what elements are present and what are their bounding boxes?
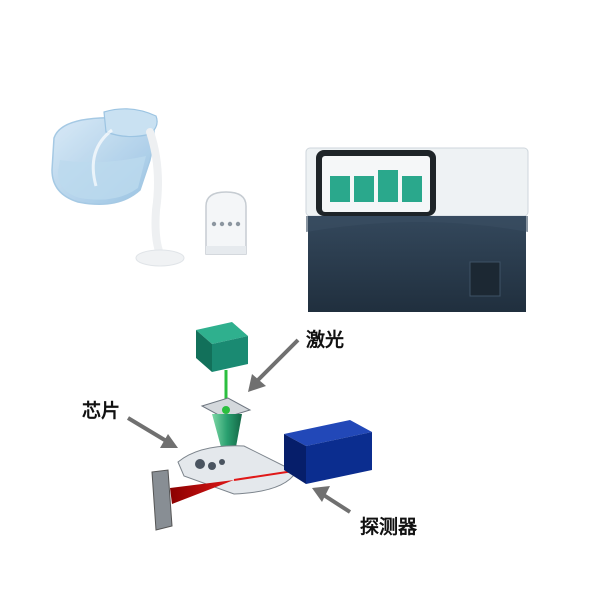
chip-arrow	[126, 416, 178, 448]
microfluidic-chip-icon	[205, 191, 247, 255]
chip-label: 芯片	[82, 400, 121, 422]
laser-module	[196, 322, 248, 372]
analyzer-instrument-icon	[305, 147, 529, 312]
laser-label: 激光	[306, 329, 345, 351]
detector-screen	[151, 469, 173, 531]
laser-arrow	[248, 338, 300, 392]
detection-beam	[170, 480, 234, 504]
detector-arrow	[312, 486, 352, 514]
detector-module	[284, 420, 372, 484]
measuring-jug-pouring-liquid-icon	[51, 108, 185, 267]
chip-stage	[177, 445, 297, 495]
detector-label: 探测器	[360, 516, 418, 538]
